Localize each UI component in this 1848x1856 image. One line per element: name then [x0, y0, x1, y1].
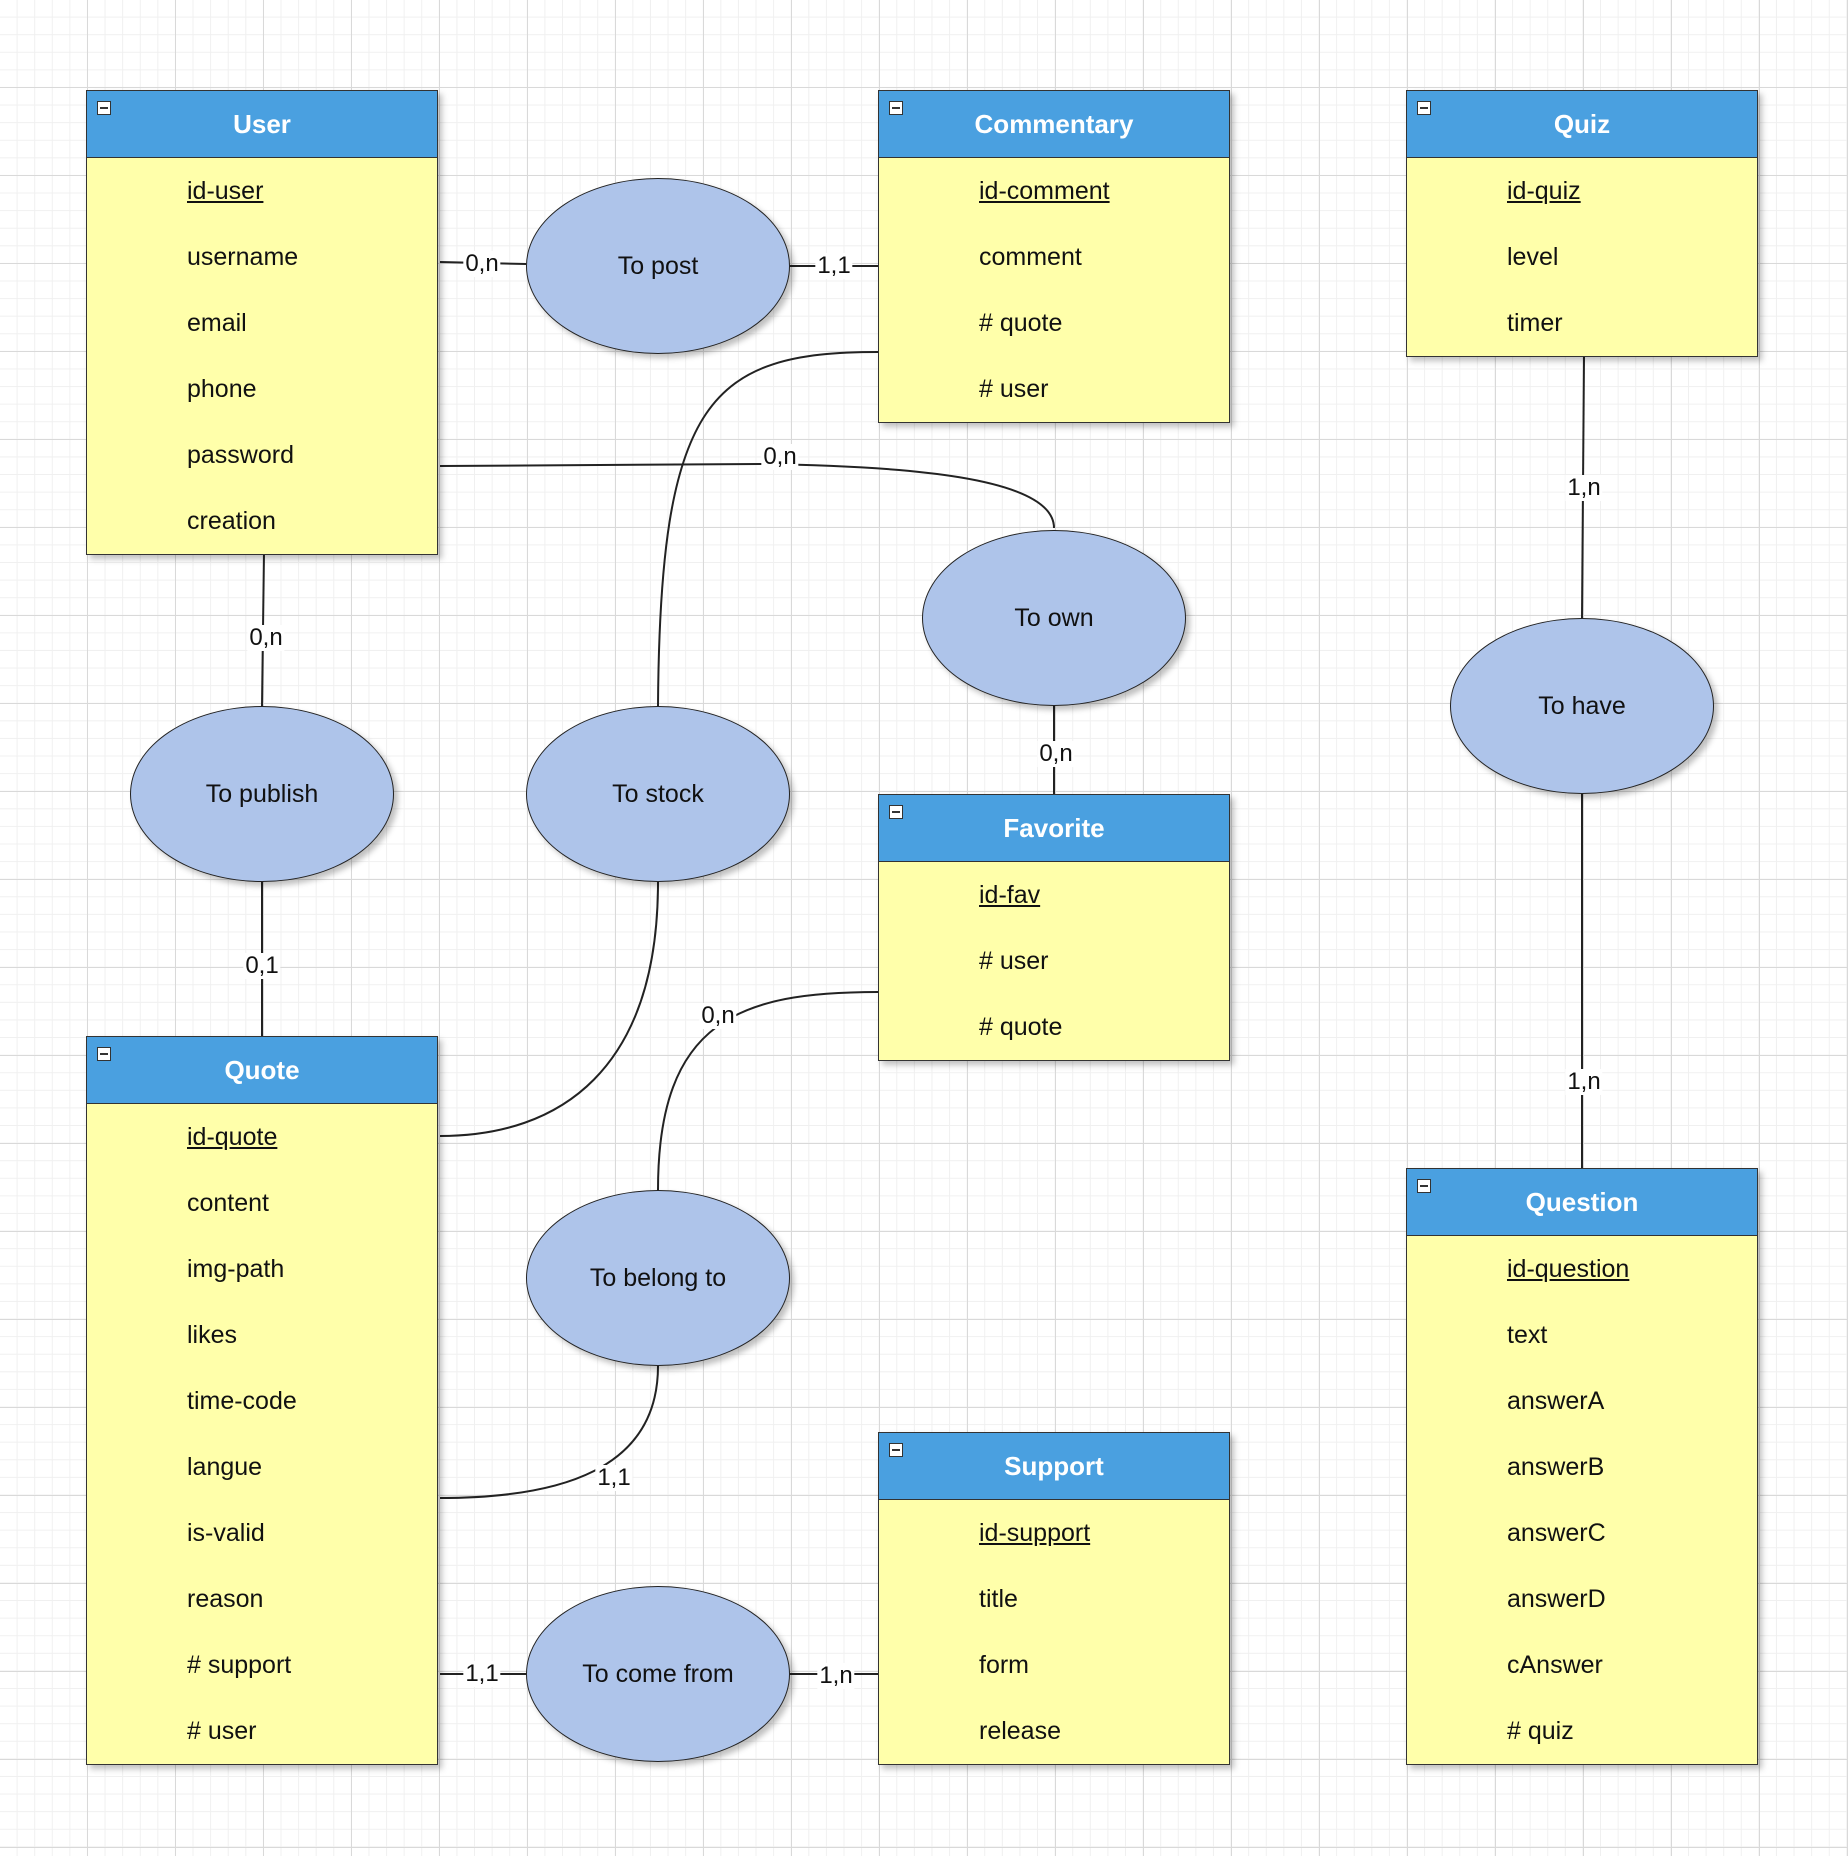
- attribute-title: title: [979, 1585, 1018, 1613]
- cardinality-quote-to-come-from: 1,1: [463, 1660, 501, 1687]
- entity-title: Question: [1525, 1186, 1639, 1217]
- cardinality-user-to-own: 0,n: [761, 443, 799, 470]
- minus-square-icon[interactable]: [889, 1443, 903, 1457]
- attribute-id-fav: id-fav: [979, 881, 1041, 909]
- entity-header: User: [87, 91, 437, 158]
- entity-header: Quote: [87, 1037, 437, 1104]
- attribute-time-code: time-code: [187, 1387, 297, 1415]
- entity-header: Quiz: [1407, 91, 1757, 158]
- entity-title: Commentary: [974, 108, 1134, 139]
- minus-square-icon[interactable]: [1417, 1179, 1431, 1193]
- link-favorite-to-belong-to: [657, 991, 879, 1191]
- entity-title: Quote: [224, 1054, 300, 1085]
- attribute-support-fk: # support: [187, 1651, 292, 1679]
- entity-commentary[interactable]: Commentary id-comment comment # quote # …: [878, 90, 1230, 423]
- attribute-id-support: id-support: [979, 1519, 1091, 1547]
- attribute-email: email: [187, 309, 247, 337]
- entity-title: Quiz: [1553, 108, 1611, 139]
- attribute-answer-d: answerD: [1507, 1585, 1606, 1613]
- attribute-is-valid: is-valid: [187, 1519, 265, 1547]
- link-user-to-own: [439, 462, 1055, 529]
- attribute-id-comment: id-comment: [979, 177, 1110, 205]
- attribute-likes: likes: [187, 1321, 238, 1349]
- attribute-text: text: [1507, 1321, 1548, 1349]
- attribute-password: password: [187, 441, 294, 469]
- attribute-img-path: img-path: [187, 1255, 285, 1283]
- minus-square-icon[interactable]: [1417, 101, 1431, 115]
- attribute-user-fk: # user: [979, 375, 1049, 403]
- entity-favorite[interactable]: Favorite id-fav # user # quote: [878, 794, 1230, 1061]
- attribute-answer-c: answerC: [1507, 1519, 1606, 1547]
- attribute-level: level: [1507, 243, 1559, 271]
- entity-title: User: [233, 108, 291, 139]
- cardinality-support-to-come-from: 1,n: [817, 1662, 855, 1689]
- relation-to-have[interactable]: To have: [1450, 618, 1714, 794]
- cardinality-quote-to-publish: 0,1: [243, 952, 281, 979]
- attribute-reason: reason: [187, 1585, 264, 1613]
- attribute-c-answer: cAnswer: [1507, 1651, 1603, 1679]
- cardinality-question-to-have: 1,n: [1565, 1068, 1603, 1095]
- entity-question[interactable]: Question id-question text answerA answer…: [1406, 1168, 1758, 1765]
- entity-header: Favorite: [879, 795, 1229, 862]
- attribute-quote-fk: # quote: [979, 1013, 1063, 1041]
- attribute-quote-fk: # quote: [979, 309, 1063, 337]
- attribute-id-user: id-user: [187, 177, 264, 205]
- minus-square-icon[interactable]: [889, 101, 903, 115]
- attribute-username: username: [187, 243, 299, 271]
- relation-to-own[interactable]: To own: [922, 530, 1186, 706]
- attribute-id-quote: id-quote: [187, 1123, 278, 1151]
- entity-support[interactable]: Support id-support title form release: [878, 1432, 1230, 1765]
- cardinality-user-to-post: 0,n: [463, 250, 501, 277]
- entity-title: Favorite: [1003, 812, 1105, 843]
- entity-quiz[interactable]: Quiz id-quiz level timer: [1406, 90, 1758, 357]
- entity-title: Support: [1004, 1450, 1104, 1481]
- attribute-answer-a: answerA: [1507, 1387, 1605, 1415]
- relation-to-post[interactable]: To post: [526, 178, 790, 354]
- attribute-user-fk: # user: [187, 1717, 257, 1745]
- cardinality-commentary-to-post: 1,1: [815, 252, 853, 279]
- minus-square-icon[interactable]: [97, 1047, 111, 1061]
- cardinality-quiz-to-have: 1,n: [1565, 474, 1603, 501]
- attribute-comment: comment: [979, 243, 1082, 271]
- cardinality-favorite-to-belong-to: 0,n: [699, 1002, 737, 1029]
- minus-square-icon[interactable]: [889, 805, 903, 819]
- attribute-langue: langue: [187, 1453, 263, 1481]
- attribute-user-fk: # user: [979, 947, 1049, 975]
- link-commentary-to-stock: [657, 351, 879, 707]
- attribute-phone: phone: [187, 375, 257, 403]
- relation-to-publish[interactable]: To publish: [130, 706, 394, 882]
- attribute-id-quiz: id-quiz: [1507, 177, 1581, 205]
- link-to-stock-quote: [439, 881, 659, 1137]
- entity-user[interactable]: User id-user username email phone passwo…: [86, 90, 438, 555]
- attribute-quiz-fk: # quiz: [1507, 1717, 1574, 1745]
- relation-to-stock[interactable]: To stock: [526, 706, 790, 882]
- cardinality-favorite-to-own: 0,n: [1037, 740, 1075, 767]
- entity-header: Commentary: [879, 91, 1229, 158]
- attribute-form: form: [979, 1651, 1029, 1679]
- entity-quote[interactable]: Quote id-quote content img-path likes ti…: [86, 1036, 438, 1765]
- relation-to-belong-to[interactable]: To belong to: [526, 1190, 790, 1366]
- link-to-belong-to-quote: [439, 1365, 659, 1499]
- cardinality-user-to-publish: 0,n: [247, 624, 285, 651]
- attribute-id-question: id-question: [1507, 1255, 1630, 1283]
- attribute-creation: creation: [187, 507, 276, 535]
- minus-square-icon[interactable]: [97, 101, 111, 115]
- attribute-content: content: [187, 1189, 270, 1217]
- cardinality-quote-to-belong-to: 1,1: [595, 1464, 633, 1491]
- attribute-answer-b: answerB: [1507, 1453, 1605, 1481]
- entity-header: Question: [1407, 1169, 1757, 1236]
- relation-to-come-from[interactable]: To come from: [526, 1586, 790, 1762]
- attribute-release: release: [979, 1717, 1061, 1745]
- entity-header: Support: [879, 1433, 1229, 1500]
- attribute-timer: timer: [1507, 309, 1563, 337]
